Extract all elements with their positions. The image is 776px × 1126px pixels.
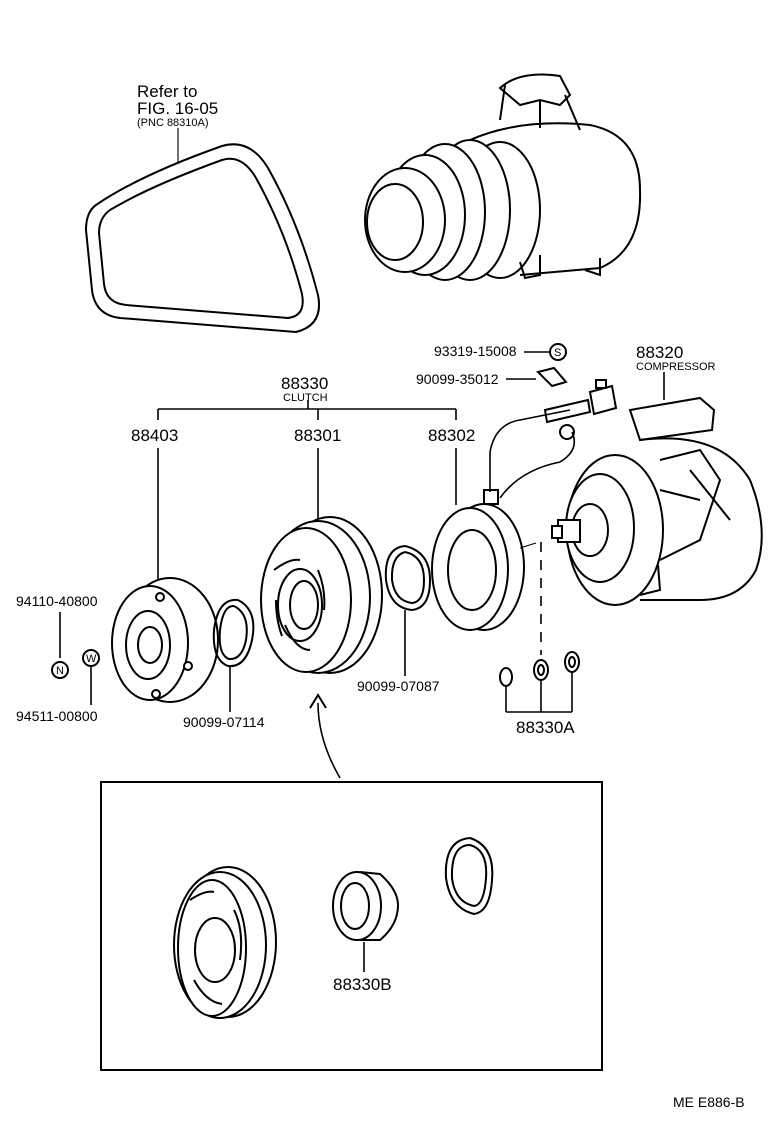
washer-symbol-letter: W — [86, 653, 97, 665]
compressor-assembled — [364, 73, 642, 281]
shims-number: 88330A — [516, 718, 575, 737]
clutch-name: CLUTCH — [283, 392, 328, 404]
snap-ring-pulley-number: 90099-07087 — [357, 678, 440, 694]
clamp-number: 90099-35012 — [416, 371, 499, 387]
clutch-number: 88330 — [281, 374, 328, 393]
detail-inset-box — [100, 781, 603, 1071]
snap-ring-hub-number: 90099-07114 — [183, 714, 265, 730]
screw-number: 93319-15008 — [434, 343, 517, 359]
inset-pulley — [173, 866, 277, 1019]
compressor-number: 88320 — [636, 343, 683, 362]
v-belt — [84, 128, 320, 334]
footer-code: ME E886-B — [673, 1094, 745, 1110]
refer-line2: FIG. 16-05 — [137, 99, 218, 118]
pulley — [260, 516, 383, 674]
stator-number: 88302 — [428, 426, 475, 445]
refer-line1: Refer to — [137, 82, 197, 101]
washer-symbol — [82, 649, 100, 667]
snap-ring-pulley — [384, 545, 432, 612]
snap-ring-hub — [212, 598, 255, 668]
nut-number: 94110-40800 — [16, 593, 98, 609]
compressor-name: COMPRESSOR — [636, 361, 716, 373]
nut-symbol-letter: N — [56, 665, 64, 677]
nut-symbol — [51, 661, 69, 679]
refer-line3: (PNC 88310A) — [137, 117, 209, 129]
hub-number: 88403 — [131, 426, 178, 445]
compressor — [551, 396, 763, 606]
screw-symbol — [549, 343, 567, 361]
bearing-number: 88330B — [333, 975, 392, 994]
clamp-part — [536, 366, 568, 388]
stator-wire — [489, 409, 571, 492]
pulley-number: 88301 — [294, 426, 341, 445]
detail-arrow — [317, 702, 341, 779]
washer-number: 94511-00800 — [16, 708, 98, 724]
shims — [499, 651, 580, 687]
stator-coil — [431, 489, 525, 631]
screw-symbol-letter: S — [554, 347, 561, 359]
inset-bearing — [332, 871, 400, 941]
inset-snap-ring — [444, 837, 494, 916]
clutch-hub — [111, 577, 219, 703]
